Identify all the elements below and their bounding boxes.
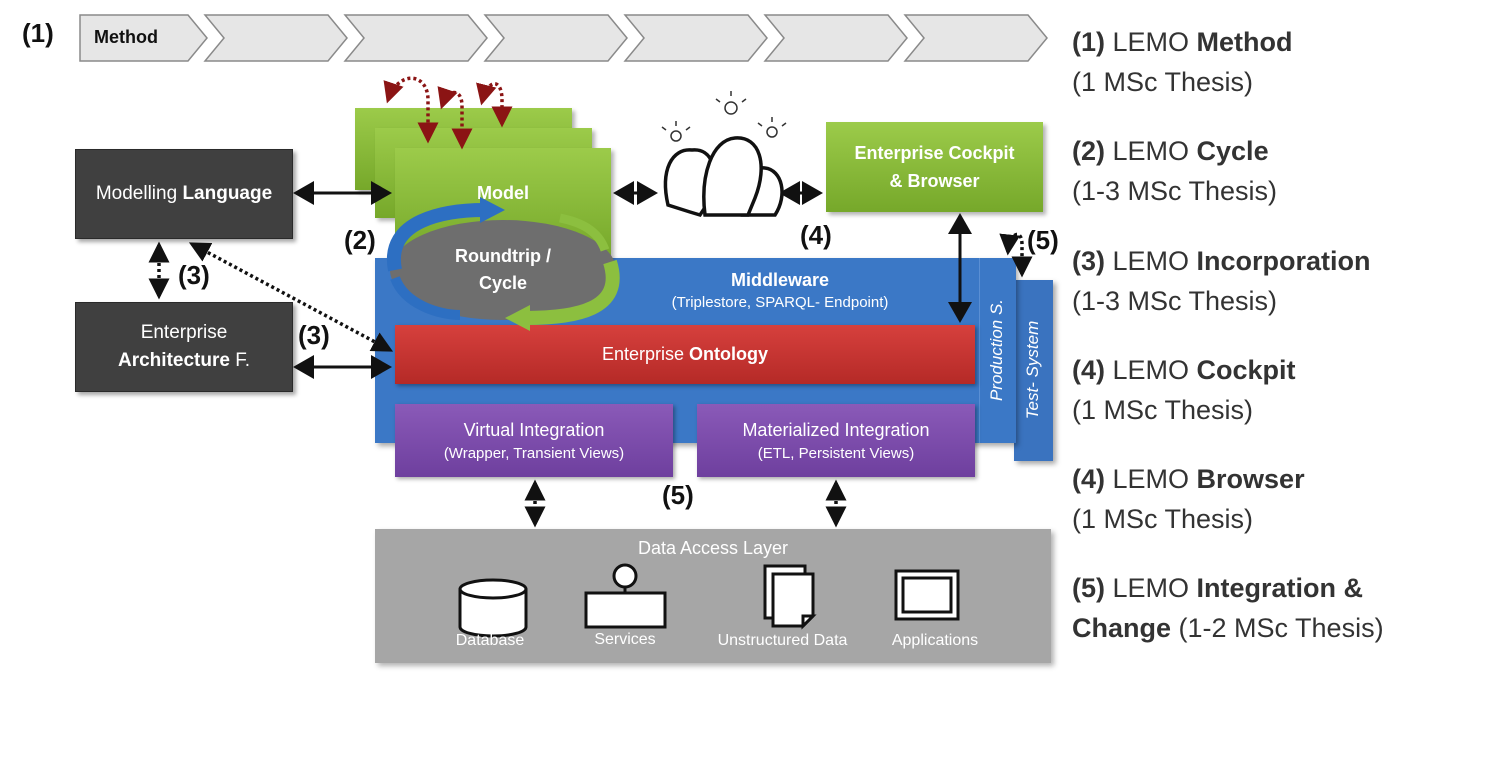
legend-5-bold: Browser	[1196, 464, 1305, 494]
dal-unstructured-label: Unstructured Data	[717, 632, 848, 649]
virtual-integration-subtitle: (Wrapper, Transient Views)	[443, 444, 625, 462]
data-access-icons	[458, 563, 960, 638]
legend-6-pre: LEMO	[1105, 573, 1197, 603]
legend-4-bold: Cockpit	[1196, 355, 1296, 385]
label-2: (2)	[344, 225, 376, 255]
phase-chevron-4	[483, 14, 628, 62]
phase-chevron-6	[763, 14, 908, 62]
legend-3-pre: LEMO	[1105, 246, 1197, 276]
modelling-label-pre: Modelling	[95, 183, 183, 204]
production-strip	[979, 258, 1016, 443]
legend-2-pre: LEMO	[1105, 136, 1197, 166]
legend-6-num: (5)	[1072, 573, 1105, 603]
virtual-integration-box: Virtual Integration (Wrapper, Transient …	[395, 404, 673, 477]
legend-4-num: (4)	[1072, 355, 1105, 385]
label-3-vertical: (3)	[178, 260, 210, 290]
label-4: (4)	[800, 220, 832, 250]
legend-1-bold: Method	[1196, 27, 1293, 57]
legend-6-bold: Integration &	[1196, 573, 1364, 603]
lightbulb-icons	[661, 91, 787, 142]
roundtrip-line1: Roundtrip /	[455, 246, 551, 266]
phase-chevrons	[79, 14, 1048, 62]
phase-method-label: Method	[94, 27, 158, 47]
enterprise-ontology-box: Enterprise Ontology	[395, 325, 975, 384]
ontology-label-pre: Enterprise	[601, 344, 690, 364]
materialized-integration-box: Materialized Integration (ETL, Persisten…	[697, 404, 975, 477]
database-icon	[458, 578, 528, 638]
roundtrip-cycle	[386, 197, 620, 331]
roundtrip-label: Roundtrip / Cycle	[443, 243, 563, 297]
legend-6-sub: (1-2 MSc Thesis)	[1171, 613, 1384, 643]
applications-icon	[894, 569, 960, 621]
legend-1-num: (1)	[1072, 27, 1105, 57]
middleware-subtitle: (Triplestore, SPARQL- Endpoint)	[671, 294, 889, 311]
ontology-label-bold: Ontology	[689, 344, 769, 364]
dal-database-label: Database	[455, 632, 525, 649]
phase-chevron-7	[903, 14, 1048, 62]
enterprise-cockpit-box: Enterprise Cockpit & Browser	[826, 122, 1043, 212]
legend-3-sub: (1-3 MSc Thesis)	[1072, 286, 1278, 316]
phase-chevron-3	[343, 14, 488, 62]
label-5-integration: (5)	[662, 480, 694, 510]
materialized-integration-subtitle: (ETL, Persistent Views)	[757, 444, 915, 462]
middleware-text: Middleware (Triplestore, SPARQL- Endpoin…	[630, 270, 930, 311]
cockpit-label-line2: & Browser	[889, 171, 980, 191]
legend-2-bold: Cycle	[1196, 136, 1269, 166]
legend-5-num: (4)	[1072, 464, 1105, 494]
test-system-panel	[1014, 280, 1053, 461]
legend-1-pre: LEMO	[1105, 27, 1197, 57]
ea-label-bold: Architecture	[118, 350, 230, 371]
legend-3-num: (3)	[1072, 246, 1105, 276]
legend-5-pre: LEMO	[1105, 464, 1197, 494]
roundtrip-line2: Cycle	[478, 273, 528, 293]
materialized-integration-title: Materialized Integration	[742, 419, 930, 440]
label-1: (1)	[22, 18, 54, 48]
phase-chevron-2	[203, 14, 348, 62]
legend-3-bold: Incorporation	[1196, 246, 1371, 276]
dal-services-label: Services	[594, 631, 656, 648]
unstructured-data-icon	[763, 564, 817, 630]
ea-label-suffix: F.	[229, 350, 250, 371]
cockpit-label-line1: Enterprise Cockpit	[854, 143, 1015, 163]
model-label: Model	[477, 183, 529, 203]
virtual-integration-title: Virtual Integration	[463, 419, 605, 440]
phase-chevron-5	[623, 14, 768, 62]
modelling-language-box: Modelling Language	[75, 149, 293, 239]
dal-applications-label: Applications	[891, 632, 979, 649]
legend-1-sub: (1 MSc Thesis)	[1072, 67, 1254, 97]
services-icon	[584, 563, 667, 629]
legend-5-sub: (1 MSc Thesis)	[1072, 504, 1254, 534]
data-access-layer-title: Data Access Layer	[637, 538, 789, 558]
people-icon	[663, 136, 784, 218]
modelling-label-bold: Language	[182, 183, 273, 204]
legend-4-pre: LEMO	[1105, 355, 1197, 385]
legend-2-num: (2)	[1072, 136, 1105, 166]
middleware-title: Middleware	[730, 270, 830, 290]
label-5-system: (5)	[1027, 225, 1059, 255]
legend-6-bold2: Change	[1072, 613, 1172, 643]
legend-4-sub: (1 MSc Thesis)	[1072, 395, 1254, 425]
label-3-horizontal: (3)	[298, 320, 330, 350]
phase-chevron-1	[79, 14, 208, 62]
legend-2-sub: (1-3 MSc Thesis)	[1072, 176, 1278, 206]
